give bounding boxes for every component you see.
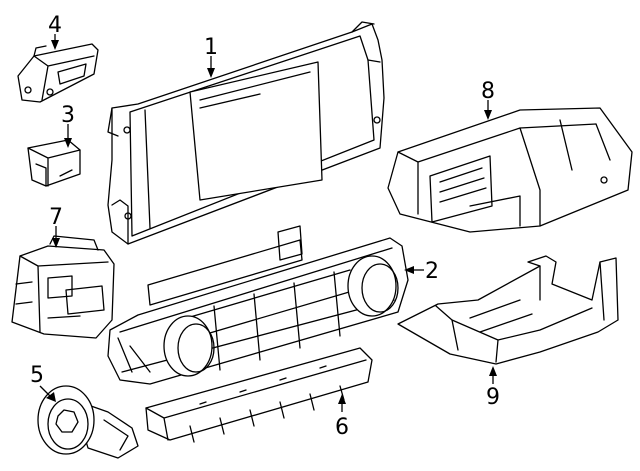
part-7-switch-cluster bbox=[11, 235, 115, 339]
callout-1: 1 bbox=[204, 35, 218, 60]
callout-8: 8 bbox=[481, 79, 495, 104]
callout-7: 7 bbox=[49, 205, 63, 230]
part-6-connector-strip bbox=[145, 347, 373, 443]
part-5-ignition-switch bbox=[37, 385, 139, 459]
callout-leaders bbox=[39, 34, 497, 412]
part-2-control-panel bbox=[107, 225, 409, 385]
callout-3: 3 bbox=[61, 103, 75, 128]
callout-6: 6 bbox=[335, 415, 349, 440]
callout-2: 2 bbox=[425, 259, 439, 284]
part-3-sensor bbox=[27, 139, 81, 187]
callout-4: 4 bbox=[48, 13, 62, 38]
callout-5: 5 bbox=[30, 363, 44, 388]
callout-9: 9 bbox=[486, 385, 500, 410]
part-4-module bbox=[17, 43, 99, 103]
part-8-duct-assembly bbox=[387, 107, 633, 233]
part-1-display bbox=[107, 21, 385, 245]
part-9-bracket bbox=[397, 255, 619, 365]
